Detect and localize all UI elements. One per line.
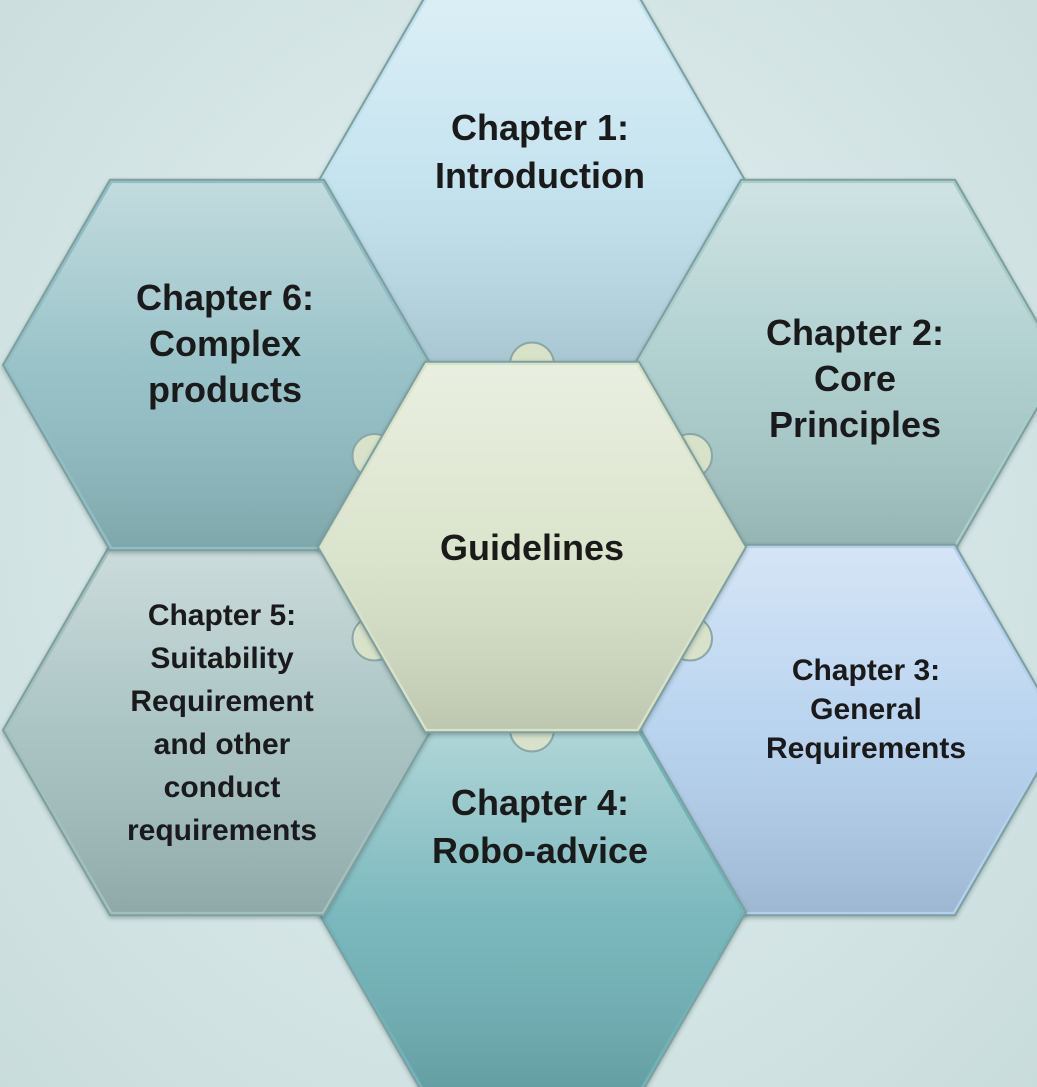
chapter-6-label: Chapter 6: Complex products	[136, 277, 314, 410]
chapter-5-label-line-5: conduct	[164, 771, 281, 804]
chapter-5-piece	[1, 543, 433, 917]
chapter-1-label: Chapter 1: Introduction	[435, 107, 645, 196]
chapter-3-label-line-2: General	[810, 693, 922, 726]
chapter-6-label-line-1: Chapter 6:	[136, 277, 314, 318]
chapter-2-label-line-3: Principles	[769, 404, 941, 445]
center-guidelines-piece-shine	[322, 365, 742, 729]
chapter-1-piece-shine	[322, 0, 742, 364]
chapter-4-piece-shine	[322, 730, 742, 1087]
chapter-3-label-line-3: Requirements	[766, 732, 966, 765]
chapter-3-piece	[632, 543, 1037, 917]
chapter-5-label-line-2: Suitability	[150, 642, 294, 675]
chapter-3-piece-shine	[638, 548, 1037, 912]
chapter-4-label-line-1: Chapter 4:	[451, 782, 629, 823]
chapter-6-piece-shine	[7, 183, 427, 547]
chapter-5-label-line-6: requirements	[127, 814, 317, 847]
chapter-1-piece	[316, 0, 748, 369]
chapter-3-label-line-1: Chapter 3:	[792, 654, 940, 687]
center-guidelines-piece	[316, 360, 748, 734]
chapter-5-label-line-1: Chapter 5:	[148, 599, 296, 632]
chapter-1-label-line-1: Chapter 1:	[451, 107, 629, 148]
chapter-2-piece-shine	[638, 183, 1037, 547]
chapter-4-label: Chapter 4: Robo-advice	[432, 782, 648, 871]
chapter-5-label-line-3: Requirement	[130, 685, 313, 718]
chapter-2-piece	[632, 178, 1037, 552]
chapter-2-label-line-2: Core	[814, 358, 896, 399]
center-label: Guidelines	[440, 527, 624, 568]
chapter-6-label-line-2: Complex	[149, 323, 301, 364]
center-piece-layer	[316, 341, 748, 753]
chapter-4-label-line-2: Robo-advice	[432, 830, 648, 871]
chapter-4-piece	[316, 725, 748, 1087]
chapter-2-label-line-1: Chapter 2:	[766, 312, 944, 353]
chapter-6-label-line-3: products	[148, 369, 302, 410]
chapter-5-piece-shine	[7, 548, 427, 912]
chapter-5-label-line-4: and other	[154, 728, 291, 761]
chapter-1-label-line-2: Introduction	[435, 155, 645, 196]
